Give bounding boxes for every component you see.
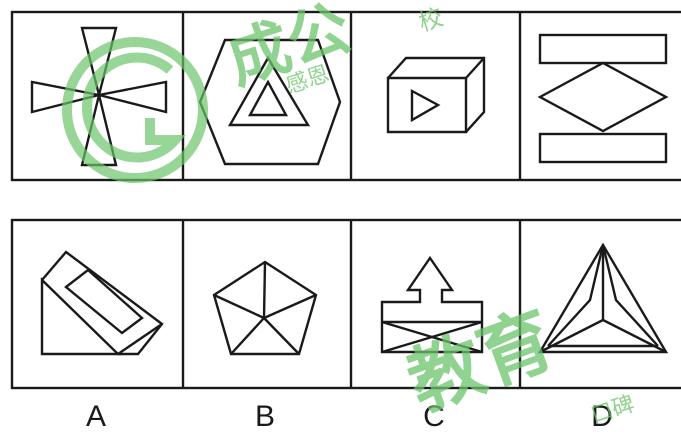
question-figure-4 [540, 35, 666, 162]
option-d-label[interactable]: D [582, 400, 622, 434]
option-c-figure[interactable] [382, 258, 482, 352]
options-row [12, 220, 681, 388]
option-d-figure[interactable] [540, 245, 666, 352]
option-a-figure[interactable] [42, 252, 162, 354]
option-a-label[interactable]: A [76, 400, 116, 434]
option-b-label[interactable]: B [245, 400, 285, 434]
question-figure-3 [388, 58, 484, 132]
option-b-figure[interactable] [214, 262, 316, 354]
question-figure-2 [200, 40, 340, 164]
options-row-frame [12, 220, 681, 388]
option-c-label[interactable]: C [414, 400, 454, 434]
